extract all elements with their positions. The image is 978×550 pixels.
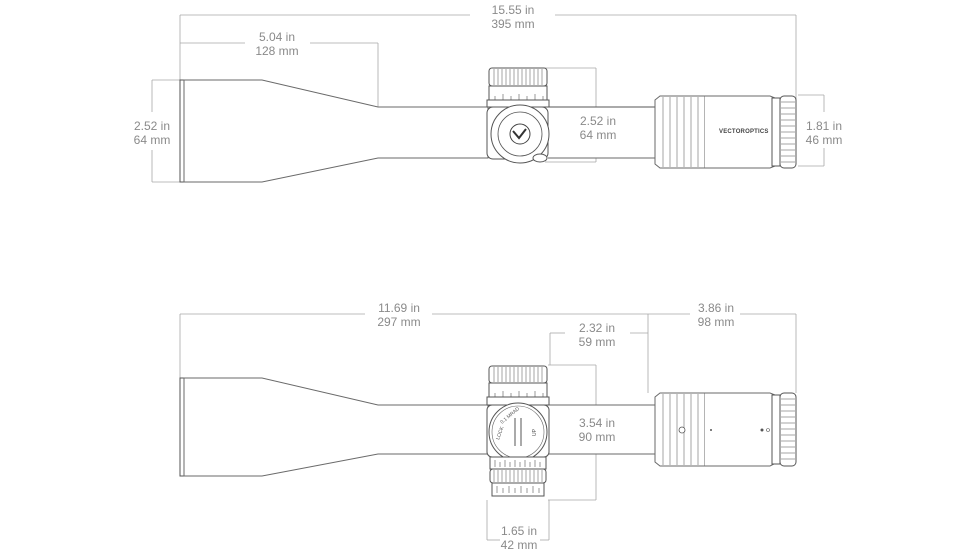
turret-to-eyepiece-in: 2.32 in: [579, 321, 615, 335]
objective-diameter-mm: 64 mm: [134, 133, 171, 147]
eyepiece-diameter-mm: 46 mm: [806, 133, 843, 147]
top-scope-body: VECTOROPTICS: [179, 67, 797, 183]
bell-length-mm: 128 mm: [255, 44, 298, 58]
side-scope-body: LOCK 0.1 MRAD UP: [179, 365, 797, 497]
side-dimension-labels: 11.69 in 297 mm 3.86 in 98 mm 2.32 in 59…: [377, 301, 734, 550]
front-length-in: 11.69 in: [378, 301, 420, 315]
top-objective-bell: [183, 79, 489, 183]
bell-length-in: 5.04 in: [259, 30, 295, 44]
turret-width-mm: 90 mm: [579, 430, 616, 444]
objective-diameter-in: 2.52 in: [134, 119, 170, 133]
turret-up-label: UP: [532, 428, 538, 436]
turret-depth-in: 1.65 in: [501, 524, 537, 538]
side-eyepiece: [654, 392, 797, 467]
eyepiece-diameter-in: 1.81 in: [806, 119, 842, 133]
rear-length-in: 3.86 in: [698, 301, 734, 315]
top-eyepiece: VECTOROPTICS: [654, 95, 797, 169]
side-objective-bell: [183, 377, 489, 477]
overall-length-in: 15.55 in: [492, 3, 535, 17]
rear-length-mm: 98 mm: [698, 315, 735, 329]
side-dimension-lines: [179, 313, 797, 541]
turret-width-in: 3.54 in: [579, 416, 615, 430]
turret-height-in: 2.52 in: [580, 114, 616, 128]
front-length-mm: 297 mm: [377, 315, 420, 329]
side-objective-ring: [179, 377, 185, 477]
top-view: VECTOROPTICS 15.55 in 395 mm 5.04 in 128…: [134, 3, 843, 183]
magnification-marker-icon: [678, 426, 686, 434]
side-view: LOCK 0.1 MRAD UP: [179, 301, 797, 550]
top-dimension-labels: 15.55 in 395 mm 5.04 in 128 mm 2.52 in 6…: [134, 3, 843, 147]
top-elevation-turret: [486, 67, 550, 164]
brand-logo: VECTOROPTICS: [719, 129, 769, 135]
top-objective-ring: [179, 79, 185, 183]
turret-depth-mm: 42 mm: [501, 538, 538, 550]
overall-length-mm: 395 mm: [491, 17, 534, 31]
turret-lock-label: LOCK: [495, 425, 506, 440]
turret-to-eyepiece-mm: 59 mm: [579, 335, 616, 349]
side-elevation-turret: LOCK 0.1 MRAD UP: [486, 365, 550, 497]
turret-height-mm: 64 mm: [580, 128, 617, 142]
